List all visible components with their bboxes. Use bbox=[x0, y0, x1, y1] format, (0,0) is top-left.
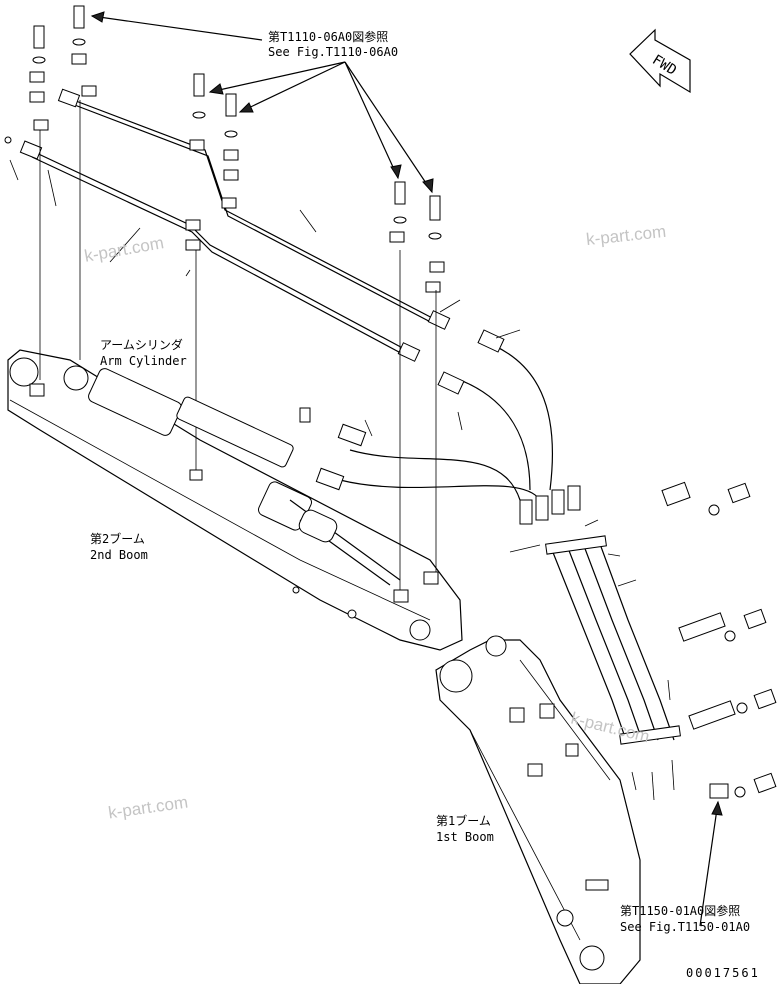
clamp-stack-right bbox=[389, 181, 445, 590]
hoses bbox=[299, 329, 581, 525]
hydraulic-pipes bbox=[4, 88, 451, 362]
fwd-arrow-icon: FWD bbox=[629, 28, 691, 94]
first-boom bbox=[435, 481, 777, 984]
boom1-en: 1st Boom bbox=[436, 830, 494, 844]
ref-bottom-jp: 第T1150-01A0図参照 bbox=[620, 904, 741, 918]
boom1-jp: 第1ブーム bbox=[436, 814, 491, 828]
reference-arrows bbox=[90, 11, 723, 927]
ref-bottom-en: See Fig.T1150-01A0 bbox=[620, 920, 751, 934]
clamp-stack-middle bbox=[185, 73, 239, 470]
clamp-stack-left bbox=[29, 5, 97, 380]
ref-top-jp: 第T1110-06A0図参照 bbox=[268, 30, 389, 44]
ref-top-en: See Fig.T1110-06A0 bbox=[268, 45, 399, 59]
second-boom bbox=[7, 349, 463, 651]
arm-cylinder-en: Arm Cylinder bbox=[100, 354, 187, 368]
drawing-number: 00017561 bbox=[686, 966, 760, 980]
boom2-en: 2nd Boom bbox=[90, 548, 148, 562]
leader-lines bbox=[9, 159, 675, 801]
arm-cylinder-jp: アームシリンダ bbox=[100, 338, 183, 352]
boom2-jp: 第2ブーム bbox=[90, 532, 145, 546]
fwd-label: FWD bbox=[649, 52, 679, 79]
